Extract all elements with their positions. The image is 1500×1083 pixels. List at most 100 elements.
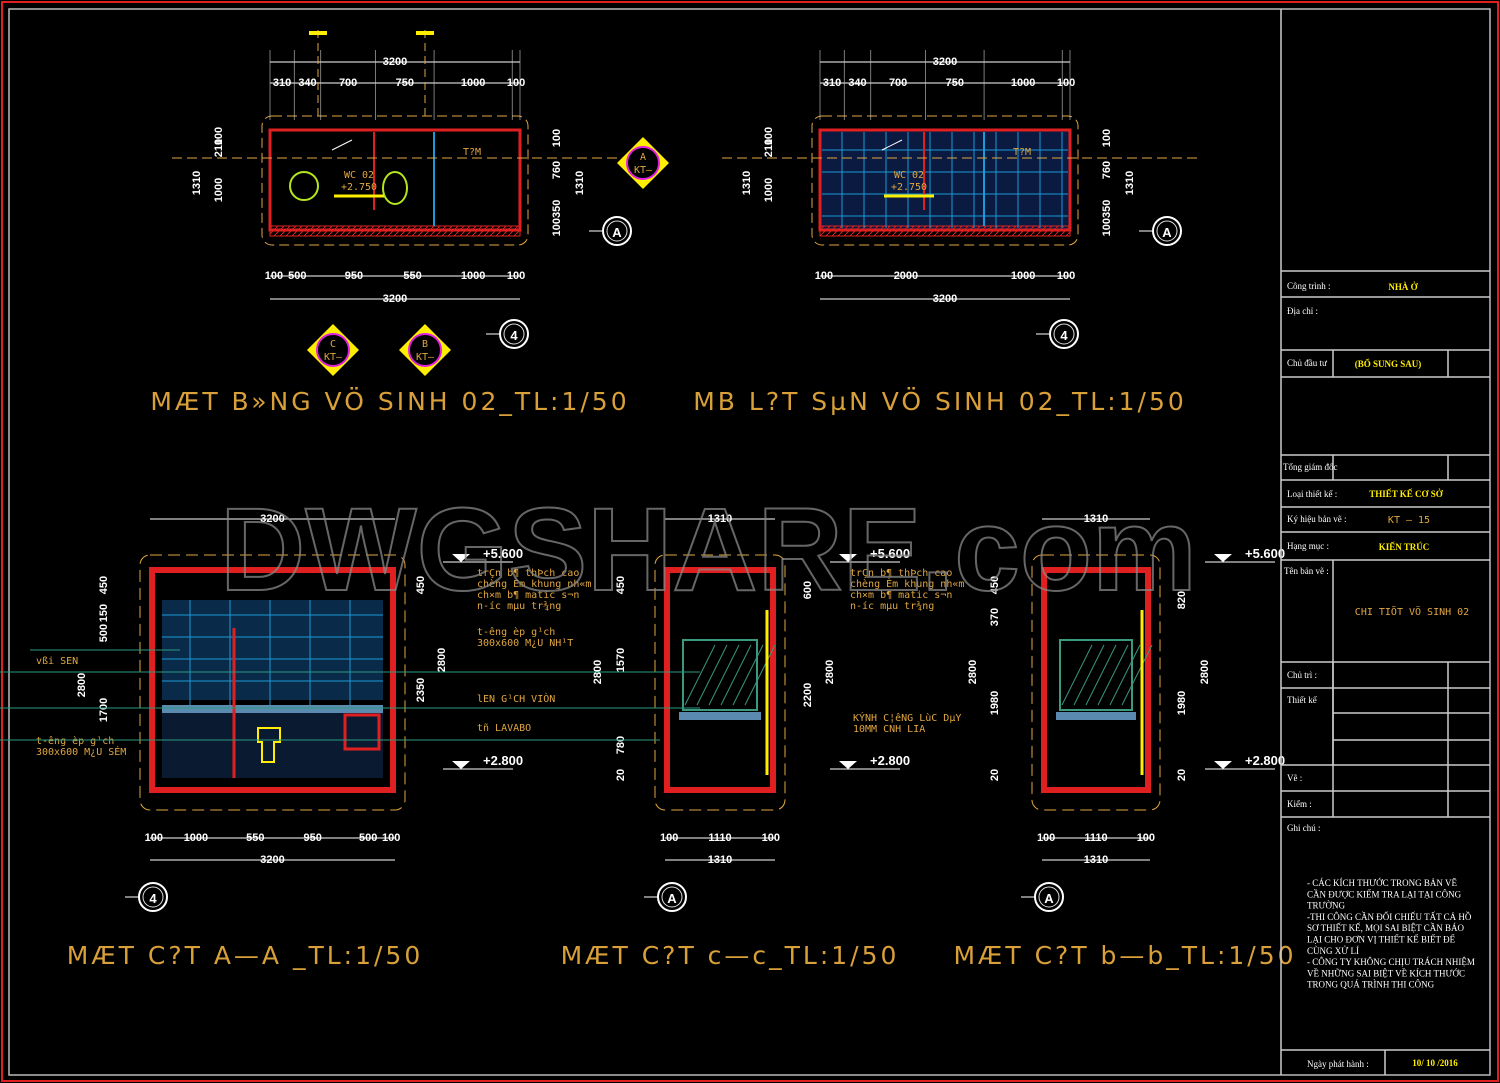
dim-vertical-right: 2200	[802, 683, 814, 707]
door-swing	[881, 139, 903, 151]
annotation-glass: KÝNH C¦êNG LùC DµY	[853, 711, 961, 724]
glass-hatch	[1121, 644, 1153, 706]
dim-top: 310	[823, 77, 841, 89]
dim-bottom: 100	[1057, 270, 1075, 282]
grid-bubble-axis: 4	[1060, 328, 1068, 343]
grid-bubble-row: A	[612, 225, 622, 240]
dim-bottom: 1000	[1011, 270, 1035, 282]
annotation-ceiling: ch×m b¶ matic s¬n	[477, 590, 579, 601]
drawing-code-label: Ký hiệu bản vẽ :	[1287, 514, 1346, 524]
dim-vertical-right: 450	[415, 576, 427, 594]
dim-top: 310	[273, 77, 291, 89]
annotation-ceiling: n-íc mµu tr¾ng	[477, 600, 561, 612]
notes-label: Ghi chú :	[1287, 823, 1321, 833]
annotation-glass: 10MM CNH LIA	[853, 724, 925, 735]
section-marker-circle	[316, 333, 350, 367]
level-top: +5.600	[870, 546, 910, 561]
director-label: Tổng giám đốc	[1283, 462, 1338, 472]
dim-vertical-right: 20	[1176, 769, 1188, 781]
section-outline	[139, 554, 406, 811]
level-bottom: +2.800	[870, 753, 910, 768]
annotation-wall-dark: t-êng èp g¹ch	[36, 735, 114, 747]
dim-bottom: 100	[762, 832, 780, 844]
glass-hatch	[720, 644, 752, 706]
dim-left: 100	[213, 127, 225, 145]
door-swing	[331, 139, 353, 151]
dim-vertical-left: 2800	[967, 660, 979, 684]
section-walls	[149, 567, 396, 793]
dim-bottom: 100	[1137, 832, 1155, 844]
issue-date-label: Ngày phát hành :	[1307, 1059, 1369, 1069]
annotation-ceiling: n-íc mµu tr¾ng	[850, 600, 934, 612]
dim-vertical-left: 500	[98, 624, 110, 642]
project-label: Công trình :	[1287, 281, 1331, 291]
dim-top: 1000	[1011, 77, 1035, 89]
grid-bubble-axis-inner	[503, 323, 525, 345]
section-outline	[654, 554, 786, 811]
section-marker-letter: B	[422, 339, 428, 350]
level-top: +5.600	[483, 546, 523, 561]
annotation-ceiling: trÇn b¶ thÞch cao	[850, 568, 952, 579]
dim-right: 760	[551, 161, 563, 179]
dim-vertical-left: 780	[615, 736, 627, 754]
glass-hatch	[1085, 644, 1117, 706]
section-walls	[1041, 567, 1151, 793]
note-line: - CÔNG TY KHÔNG CHỊU TRÁCH NHIỆM	[1307, 957, 1475, 967]
level-top: +5.600	[1245, 546, 1285, 561]
dim-top: 100	[1057, 77, 1075, 89]
dim-top: 1000	[461, 77, 485, 89]
dim-right: 1310	[574, 171, 586, 195]
dim-vertical-right: 2800	[436, 648, 448, 672]
drawing-code-value: KT — 15	[1388, 515, 1430, 526]
dim-top: 700	[889, 77, 907, 89]
dim-total-top: 1310	[1084, 513, 1108, 525]
plan-walls	[818, 128, 1072, 232]
dim-bottom: 100	[507, 270, 525, 282]
glass-hatch	[708, 644, 740, 706]
wall-tiles-light	[162, 600, 383, 700]
dim-total-bottom: 1310	[708, 854, 732, 866]
dim-left: 100	[763, 127, 775, 145]
glass-hatch	[1061, 644, 1093, 706]
dim-left: 1310	[741, 171, 753, 195]
plan-walls	[268, 128, 522, 232]
note-line: TRONG QUÁ TRÌNH THI CÔNG	[1307, 980, 1435, 990]
drawing-name-value: CHI TIÕT VÖ SINH 02	[1355, 605, 1469, 618]
dim-bottom: 100	[382, 832, 400, 844]
dim-bottom: 2000	[894, 270, 918, 282]
dim-vertical-right: 820	[1176, 591, 1188, 609]
owner-label: Chủ đầu tư	[1287, 358, 1328, 368]
dim-bottom: 1110	[708, 832, 731, 844]
section-marker-sheet: KT—	[324, 352, 343, 363]
grid-bubble: A	[667, 891, 677, 906]
room-label: WC 02	[894, 170, 924, 181]
dim-total-top: 3200	[383, 56, 407, 68]
annotation-ceiling: chèng Èm khung nh«m	[850, 577, 964, 590]
note-line: CẦN ĐƯỢC KIỂM TRA LẠI TẠI CÔNG	[1307, 889, 1462, 899]
section-outline	[1031, 554, 1161, 811]
dim-left: 1310	[191, 171, 203, 195]
annotation-shower: vßi SEN	[36, 656, 78, 667]
plan-title: MÆT B»NG VÖ SINH 02_TL:1/50	[150, 387, 629, 416]
room-label-shower: T?M	[1013, 147, 1031, 158]
dim-bottom: 100	[660, 832, 678, 844]
dim-left: 210	[213, 139, 225, 157]
plan-wall-bottom	[269, 225, 521, 237]
dim-bottom: 500	[359, 832, 377, 844]
section-marker-circle	[626, 146, 660, 180]
plan-wall-bottom	[819, 225, 1071, 237]
grid-bubble-inner	[661, 886, 683, 908]
dim-vertical-right: 1980	[1176, 691, 1188, 715]
note-line: LẠI CHO ĐƠN VỊ THIẾT KẾ BIẾT ĐỂ	[1307, 935, 1456, 945]
dim-vertical-left: 150	[98, 604, 110, 622]
lavabo-icon	[289, 171, 319, 201]
section-marker-letter: C	[330, 339, 336, 350]
toilet-elevation-icon	[257, 727, 281, 763]
section-marker-circle	[408, 333, 442, 367]
dim-bottom: 550	[403, 270, 421, 282]
annotation-border-tile: lEN G¹CH VIÒN	[477, 692, 555, 705]
glass-hatch	[1097, 644, 1129, 706]
wall-tiles-dark	[162, 713, 383, 778]
